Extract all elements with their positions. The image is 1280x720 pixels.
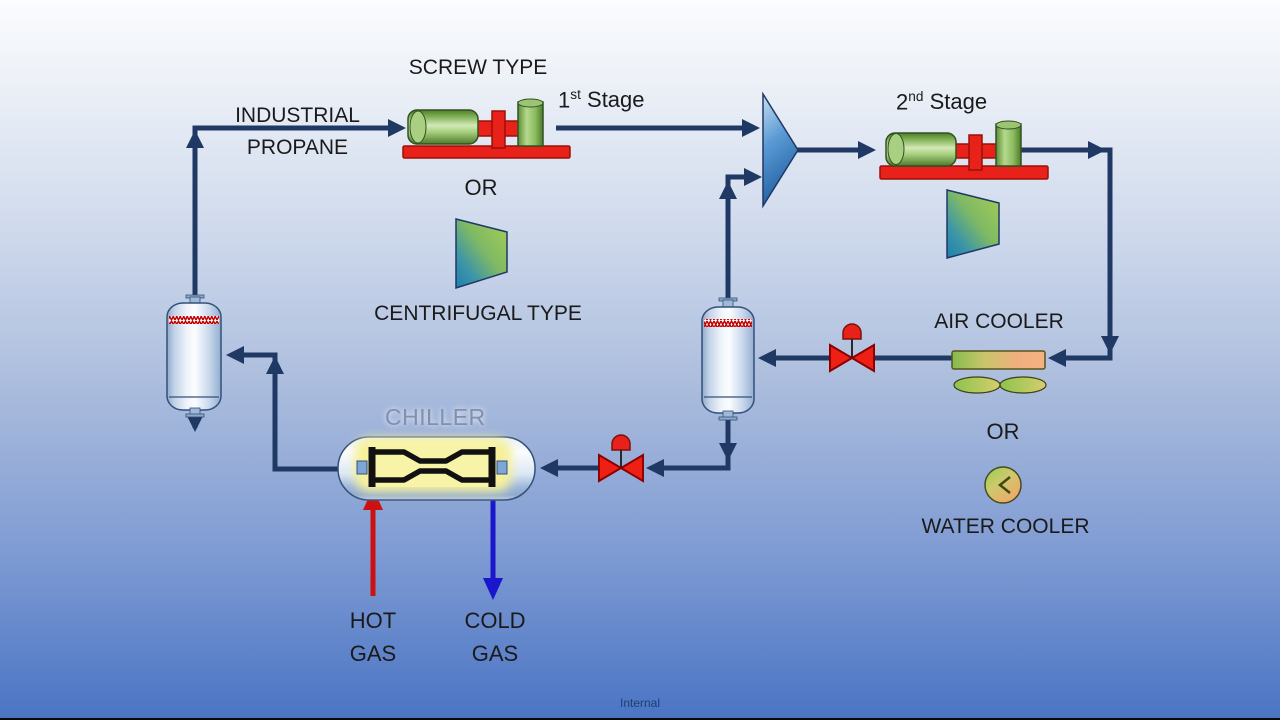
compressor-cylinder-vertical (517, 101, 544, 147)
cylinder-top-cap (517, 98, 544, 108)
flow-lines (192, 125, 1113, 472)
interstage-inlet-triangle-icon (762, 91, 799, 209)
demister-band-zigzag (704, 319, 752, 327)
industrial-propane-line1: INDUSTRIAL (235, 104, 360, 127)
chiller-nozzle-right (496, 460, 508, 475)
motor-cylinder (885, 132, 957, 167)
cold-gas-arrow (483, 487, 503, 600)
control-valve-chiller (598, 434, 644, 483)
interstage-scrubber-middle (701, 297, 755, 421)
internal-footer-label: Internal (619, 696, 661, 710)
screw-compressor-2nd-stage (879, 120, 1049, 180)
water-cooler-circle (984, 466, 1022, 504)
fan-ellipse (953, 376, 1001, 394)
screw-compressor-1st-stage (402, 98, 571, 159)
chiller-vessel (337, 436, 536, 501)
compressor-cylinder-vertical (995, 123, 1022, 167)
stage1-word: Stage (587, 87, 645, 113)
valve-body (598, 453, 623, 483)
centrifugal-compressor-icon-2nd-stage (946, 189, 1000, 259)
or-right-label: OR (986, 419, 1020, 444)
arrowhead-right (742, 119, 760, 137)
nozzle-flange (718, 416, 738, 421)
industrial-propane-label: INDUSTRIAL PROPANE (225, 100, 370, 164)
hot-gas-arrow (363, 488, 383, 596)
motor-cylinder (407, 109, 479, 145)
arrowhead-left (226, 346, 244, 364)
stage2-word: Stage (929, 89, 988, 115)
arrowhead-left (1048, 349, 1066, 367)
arrowhead-down (719, 443, 737, 461)
arrowhead-right (858, 141, 876, 159)
motor-end-cap (887, 133, 905, 165)
or-left-label: OR (464, 175, 498, 200)
centrifugal-type-label: CENTRIFUGAL TYPE (374, 302, 582, 325)
line-scrubber-to-compressor1 (192, 125, 398, 305)
arrowhead-right (744, 168, 762, 186)
centrifugal-compressor-icon (455, 218, 508, 290)
compressor-crossbar (491, 110, 506, 149)
air-cooler-bundle (951, 350, 1046, 370)
compressor-base (402, 145, 571, 159)
arrowhead-left (758, 349, 776, 367)
arrowhead-left (540, 459, 558, 477)
chevron-left-icon (997, 476, 1011, 494)
stage1-label: 1st Stage (558, 86, 645, 114)
valve-body (829, 343, 854, 373)
arrowhead-up (719, 181, 737, 199)
cold-gas-line1: COLD (464, 608, 526, 633)
cylinder-top-cap (995, 120, 1022, 130)
flow-arrowheads (186, 119, 1119, 477)
control-valve-aircooler (829, 323, 875, 373)
arrowhead-right (1088, 141, 1106, 159)
screw-type-label: SCREW TYPE (408, 56, 548, 79)
stage1-number: 1 (558, 87, 571, 113)
compressor-crossbar (968, 134, 983, 171)
air-cooler-icon (951, 350, 1047, 394)
chiller-tube-bundle (368, 447, 496, 487)
nozzle-flange (185, 413, 205, 418)
compressor-base (879, 165, 1049, 180)
industrial-propane-line2: PROPANE (246, 136, 349, 159)
chiller-label: CHILLER (385, 404, 486, 430)
fan-ellipse (999, 376, 1047, 394)
air-cooler-label: AIR COOLER (934, 310, 1064, 333)
line-chiller-to-scrubber (232, 352, 340, 472)
arrowhead-left (646, 459, 664, 477)
valve-body (619, 453, 644, 483)
stage1-ordinal: st (570, 87, 581, 102)
water-cooler-icon (984, 466, 1022, 504)
arrowhead-right (388, 119, 406, 137)
hot-gas-line1: HOT (349, 608, 397, 633)
water-cooler-label: WATER COOLER (921, 515, 1090, 538)
demister-band-zigzag (169, 316, 219, 324)
stage2-ordinal: nd (908, 89, 924, 104)
cold-gas-label: COLD GAS (455, 604, 535, 670)
stage2-label: 2nd Stage (896, 88, 987, 116)
motor-end-cap (409, 110, 427, 144)
valve-actuator-dome (842, 323, 862, 340)
arrowhead-down (1101, 336, 1119, 354)
valve-actuator-dome (611, 434, 631, 451)
stage2-number: 2 (896, 89, 909, 115)
arrowhead-up (186, 130, 204, 148)
line-compressor2-to-aircooler (1016, 147, 1113, 361)
hot-gas-label: HOT GAS (338, 604, 408, 670)
video-bottom-edge (0, 718, 1280, 720)
valve-body (850, 343, 875, 373)
arrowhead-up (266, 356, 284, 374)
chiller-nozzle-left (356, 460, 368, 475)
line-midvessel-to-valve2 (652, 413, 731, 471)
suction-scrubber-left (166, 294, 222, 418)
cold-gas-line2: GAS (471, 641, 519, 666)
hot-gas-line2: GAS (349, 641, 397, 666)
arrowhead-down (186, 414, 204, 432)
